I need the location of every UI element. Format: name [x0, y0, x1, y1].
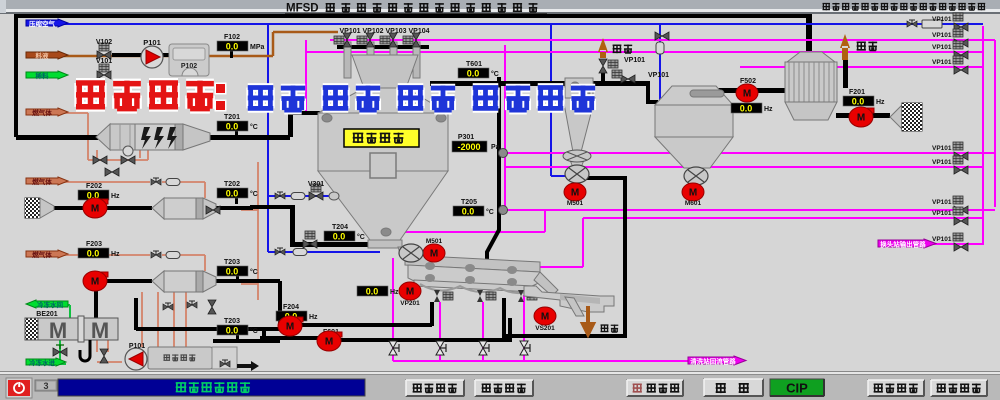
svg-text:F202: F202	[86, 183, 102, 190]
svg-text:VP104: VP104	[408, 28, 429, 35]
svg-text:°C: °C	[250, 268, 258, 276]
svg-text:M501: M501	[567, 200, 584, 207]
svg-text:燃气体: 燃气体	[32, 177, 52, 186]
svg-text:°C: °C	[491, 70, 499, 78]
svg-text:Pa: Pa	[491, 144, 500, 151]
svg-text:°C: °C	[250, 327, 258, 335]
svg-text:F502: F502	[740, 78, 756, 85]
svg-text:F204: F204	[283, 304, 299, 311]
svg-text:F102: F102	[224, 34, 240, 41]
svg-text:VS201: VS201	[535, 325, 555, 332]
svg-text:T205: T205	[461, 199, 477, 206]
svg-text:CIP: CIP	[786, 381, 808, 396]
svg-text:Hz: Hz	[876, 99, 885, 106]
svg-text:F201: F201	[849, 89, 865, 96]
svg-text:P101: P101	[129, 343, 145, 350]
svg-text:清洗站回流管路: 清洗站回流管路	[690, 357, 736, 366]
svg-text:-2000: -2000	[457, 142, 480, 152]
svg-text:°C: °C	[357, 233, 365, 241]
svg-text:3: 3	[43, 381, 48, 391]
svg-text:T201: T201	[224, 114, 240, 121]
svg-text:VP102: VP102	[362, 28, 383, 35]
svg-text:°C: °C	[250, 190, 258, 198]
svg-text:P301: P301	[458, 134, 474, 141]
svg-text:VP103: VP103	[385, 28, 406, 35]
svg-text:V101: V101	[96, 58, 112, 65]
svg-text:燃气体: 燃气体	[32, 250, 52, 259]
svg-text:Hz: Hz	[390, 289, 399, 296]
svg-text:T601: T601	[466, 61, 482, 68]
svg-text:燃气体: 燃气体	[32, 108, 52, 117]
svg-text:VP101: VP101	[648, 72, 669, 79]
svg-text:V102: V102	[96, 39, 112, 46]
svg-text:Hz: Hz	[111, 251, 120, 258]
svg-text:冷冻水回: 冷冻水回	[37, 300, 64, 309]
svg-text:VP201: VP201	[400, 300, 420, 307]
svg-text:VP101: VP101	[339, 28, 360, 35]
svg-text:料液: 料液	[36, 51, 50, 60]
svg-text:Hz: Hz	[309, 314, 318, 321]
svg-text:Hz: Hz	[111, 193, 120, 200]
svg-text:换头站输出管路: 换头站输出管路	[880, 240, 926, 249]
svg-text:M: M	[91, 318, 109, 343]
svg-text:°C: °C	[486, 208, 494, 216]
svg-text:P101: P101	[143, 38, 161, 47]
svg-text:T204: T204	[332, 224, 348, 231]
svg-text:°C: °C	[250, 123, 258, 131]
svg-text:BE201: BE201	[36, 311, 58, 318]
svg-text:F203: F203	[86, 241, 102, 248]
svg-text:稀料: 稀料	[36, 71, 50, 80]
svg-text:M501: M501	[426, 238, 443, 245]
svg-text:V301: V301	[308, 181, 324, 188]
svg-text:M: M	[49, 318, 67, 343]
svg-text:MFSD: MFSD	[286, 3, 319, 15]
svg-text:P102: P102	[181, 63, 197, 70]
svg-text:M601: M601	[685, 200, 702, 207]
svg-text:VP101: VP101	[624, 57, 645, 64]
svg-text:T203: T203	[224, 259, 240, 266]
svg-text:压缩空气: 压缩空气	[29, 19, 56, 28]
svg-text:T203: T203	[224, 318, 240, 325]
svg-text:MPa: MPa	[250, 44, 265, 51]
svg-text:Hz: Hz	[764, 106, 773, 113]
svg-text:冷冻水进: 冷冻水进	[29, 358, 56, 367]
svg-text:T202: T202	[224, 181, 240, 188]
